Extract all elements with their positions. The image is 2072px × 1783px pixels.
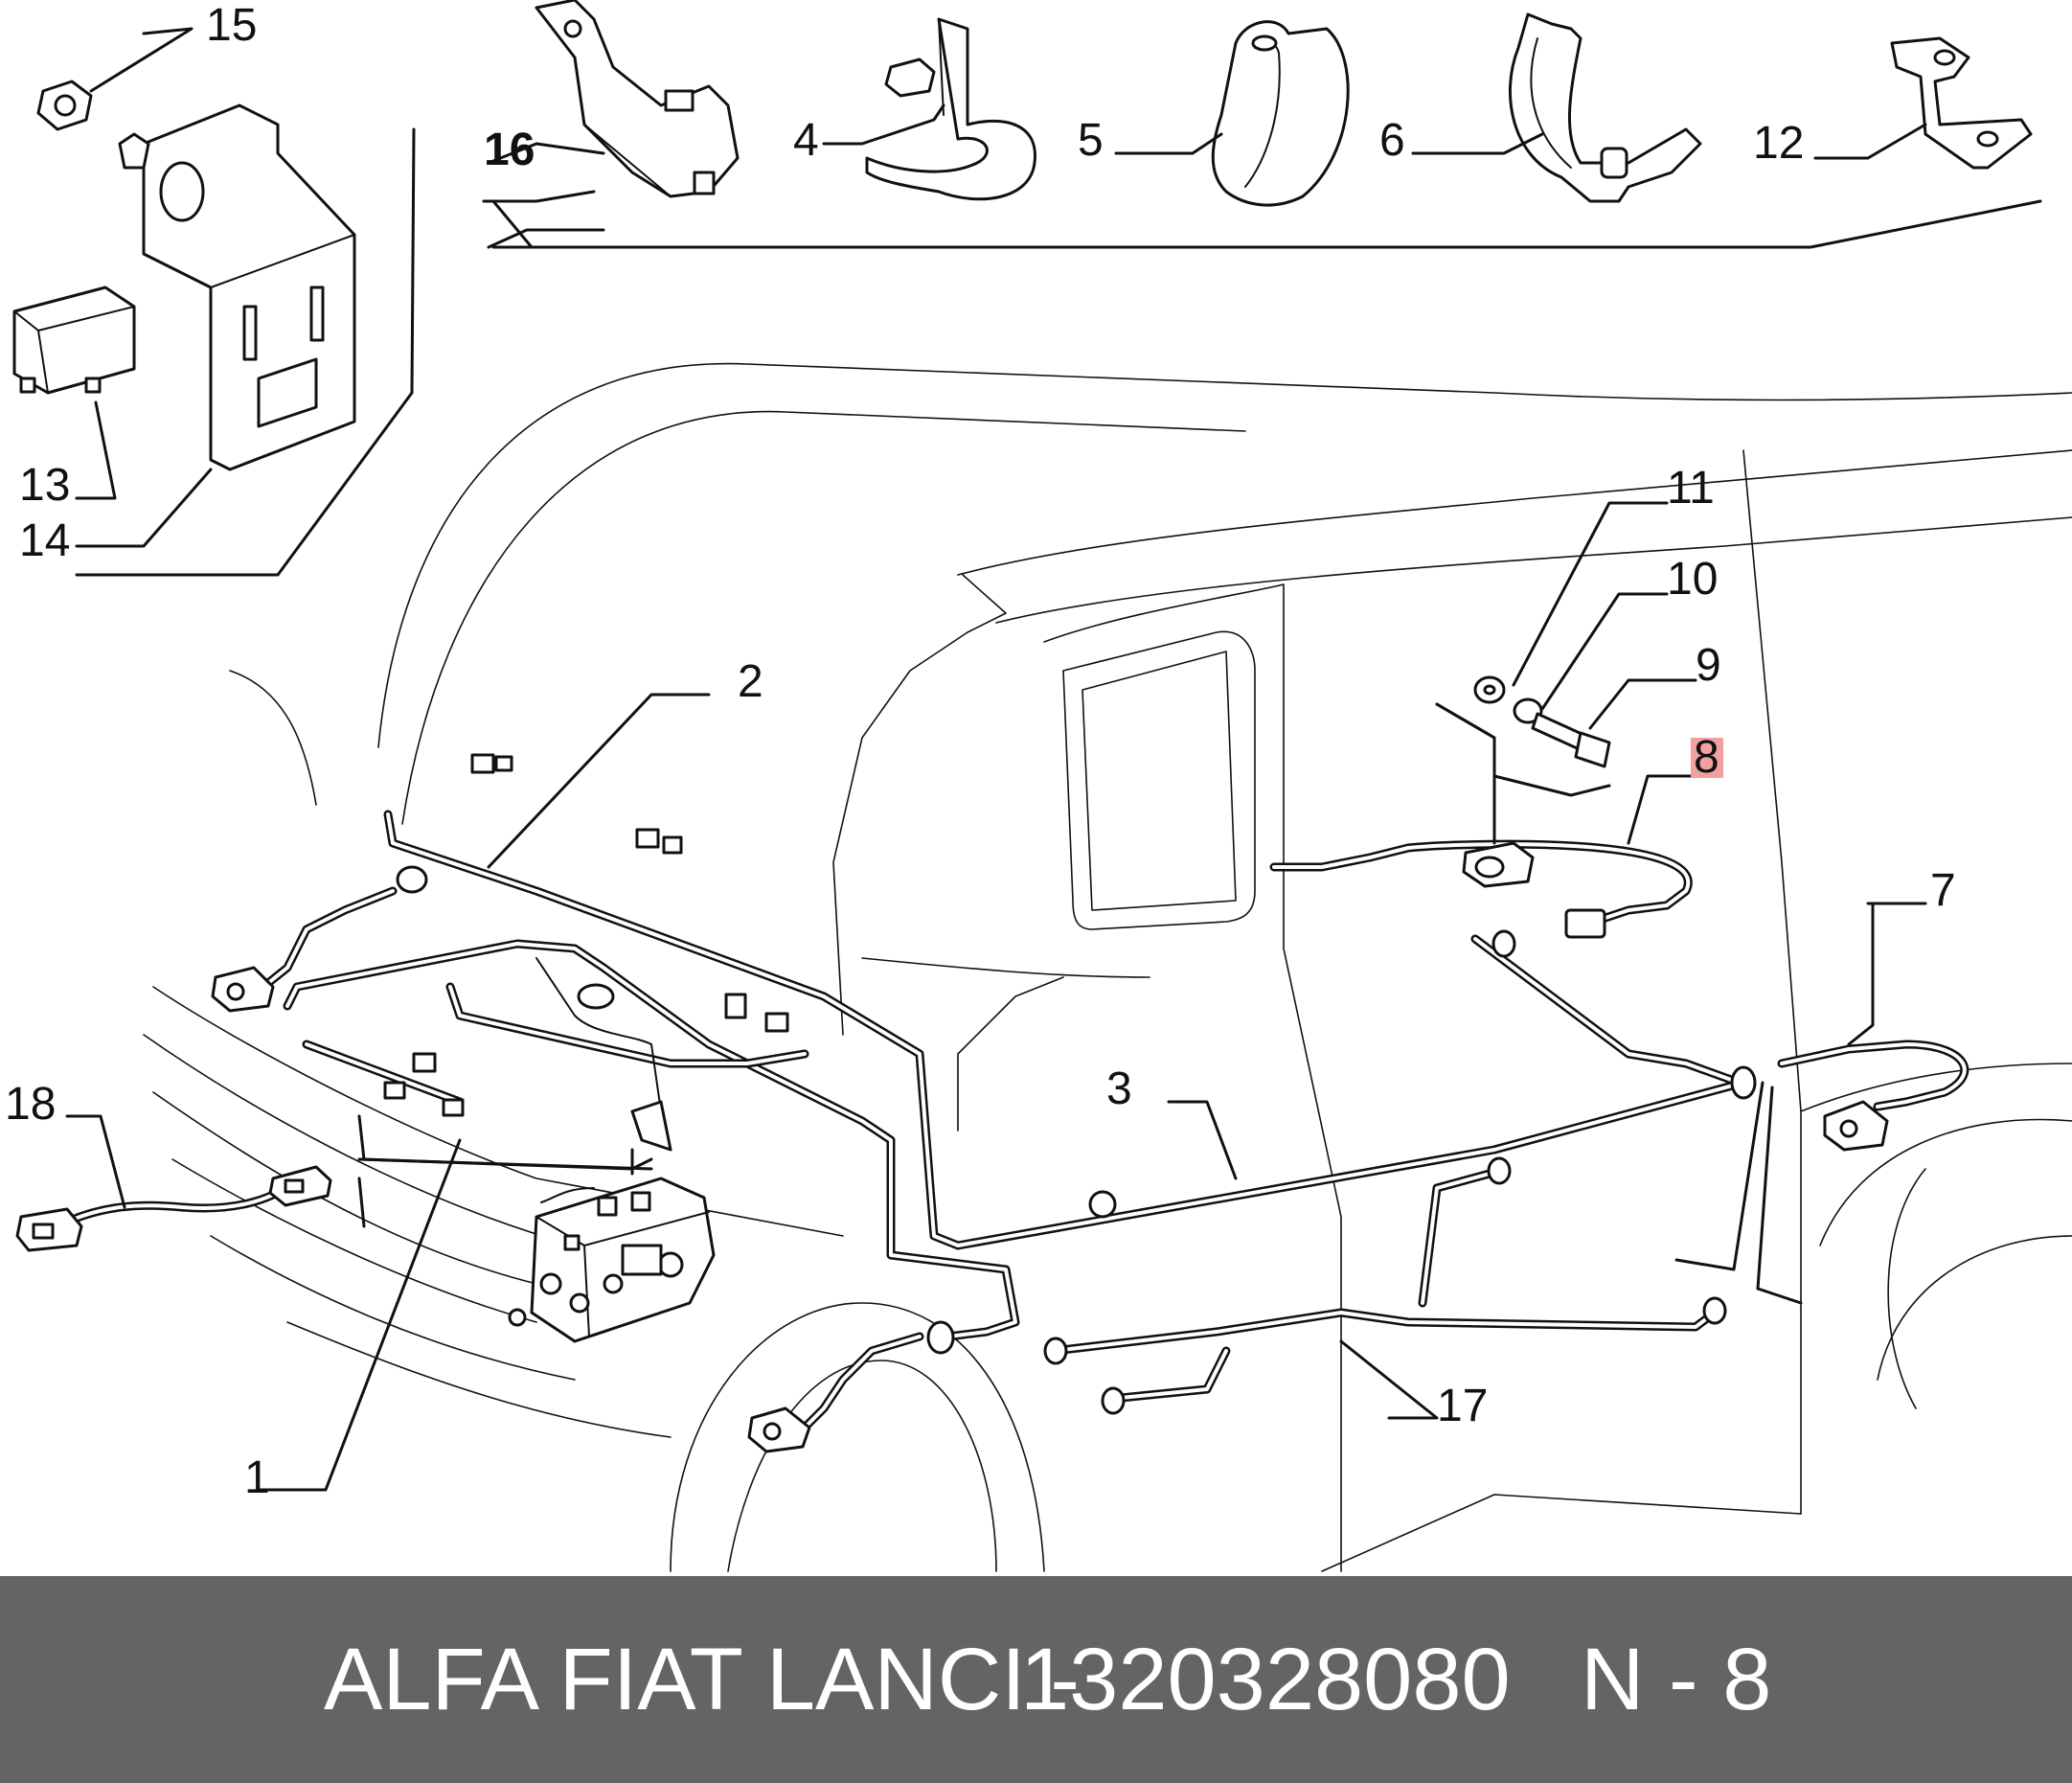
ground-eyelet-icon [577,983,615,1010]
footer-part-number: 1320328080 [1020,1631,1511,1728]
connector-icon [635,828,660,849]
bracket-fold [143,234,355,288]
group-brackets [75,127,2042,1305]
front-right-wheel-sensor [747,1332,924,1453]
bracket-12-hole [1976,130,1999,148]
callout-17: 17 [1437,1381,1488,1431]
callout-16: 16 [484,125,535,175]
abs-hydraulic-unit [508,1177,716,1343]
callout-2: 2 [738,656,763,707]
footer-bar: ALFA FIAT LANCI - 1320328080 N - 8 [0,1576,2072,1783]
relay-pin [19,377,36,394]
pipe-grommet-icon [1088,1190,1117,1219]
pipe-union-icon [396,865,428,894]
callout-11: 11 [1667,463,1715,514]
connector-icon [662,835,683,855]
bracket-hole [159,161,205,222]
callout-10: 10 [1667,554,1718,605]
washer-icon [1513,697,1543,724]
callout-3: 3 [1106,1063,1132,1114]
callout-6: 6 [1379,115,1405,166]
front-left-wheel-sensor [211,886,398,1013]
clip-5-hole [1251,34,1278,52]
clip-6-edge [1530,37,1572,169]
callout-1: 1 [244,1452,270,1503]
connectors [383,753,1757,1415]
connector-icon [724,993,747,1019]
rear-wheel-sensor-8 [1269,839,1693,939]
callout-14: 14 [19,515,70,566]
bracket-slot [309,286,325,342]
bracket-16-tab [664,89,694,112]
nut-hole [54,94,77,117]
bracket-16-icon [535,0,740,198]
callout-9: 9 [1696,640,1721,691]
vehicle-body-outline [143,362,2072,1572]
bracket-stud-icon [118,132,150,170]
bracket-window [257,357,318,428]
connector-icon [470,753,495,774]
footer-brand: ALFA FIAT LANCI - [324,1631,1081,1728]
clip-4-edge [938,18,945,116]
sensor-fixings [1473,675,1611,768]
clip-4-nut [884,57,936,98]
connector-icon [494,755,513,772]
leader-lines [65,27,1927,1492]
clips-group [535,0,2033,207]
pipe-union-icon [1487,1156,1512,1185]
connector-icon [764,1012,789,1033]
pipe-union-icon [1043,1337,1068,1365]
callout-7: 7 [1930,865,1956,916]
clip-6-boss [1600,147,1628,179]
callout-13: 13 [19,460,70,511]
exploded-parts-diagram: 15 16 4 5 6 12 13 14 2 11 10 9 8 7 3 18 … [5,0,2072,1572]
callout-labels: 15 16 4 5 6 12 13 14 2 11 10 9 8 7 3 18 … [5,0,1956,1503]
bolt-head-icon [1574,731,1611,768]
relay-edge [37,330,49,394]
callout-5: 5 [1078,115,1104,166]
bracket-16-tab [693,171,716,195]
connector-icon [383,1081,406,1100]
connector-icon [412,1052,437,1073]
connector-icon [442,1098,465,1117]
bracket-slot [242,305,258,361]
washer-hole [1483,684,1496,696]
callout-12: 12 [1753,118,1804,169]
pipe-grommet-icon [1730,1065,1757,1100]
harness-item-18 [15,1165,332,1252]
callout-4: 4 [793,115,819,166]
connector-icon [630,1100,672,1152]
clip-4-icon [865,17,1036,201]
callout-15: 15 [206,0,257,51]
callout-8: 8 [1694,732,1719,783]
bracket-16-edge [574,57,672,197]
relay-bracket-group [12,80,356,471]
relay-pin [84,377,102,394]
pipe-union-icon [1702,1296,1727,1325]
footer-page-ref: N - 8 [1581,1631,1772,1728]
clip-5-icon [1211,20,1350,207]
bracket-12-hole [1933,49,1956,66]
pipe-union-icon [926,1320,955,1355]
pipe-union-icon [1491,929,1516,958]
callout-8-highlight [1691,738,1723,778]
callout-18: 18 [5,1079,56,1130]
pipe-union-icon [1101,1386,1126,1415]
abs-wiring-harness [283,810,1748,1404]
rear-right-wheel-sensor-7 [1777,1040,1970,1152]
bracket-16-hole [563,19,582,38]
bracket-12-icon [1890,36,2033,170]
